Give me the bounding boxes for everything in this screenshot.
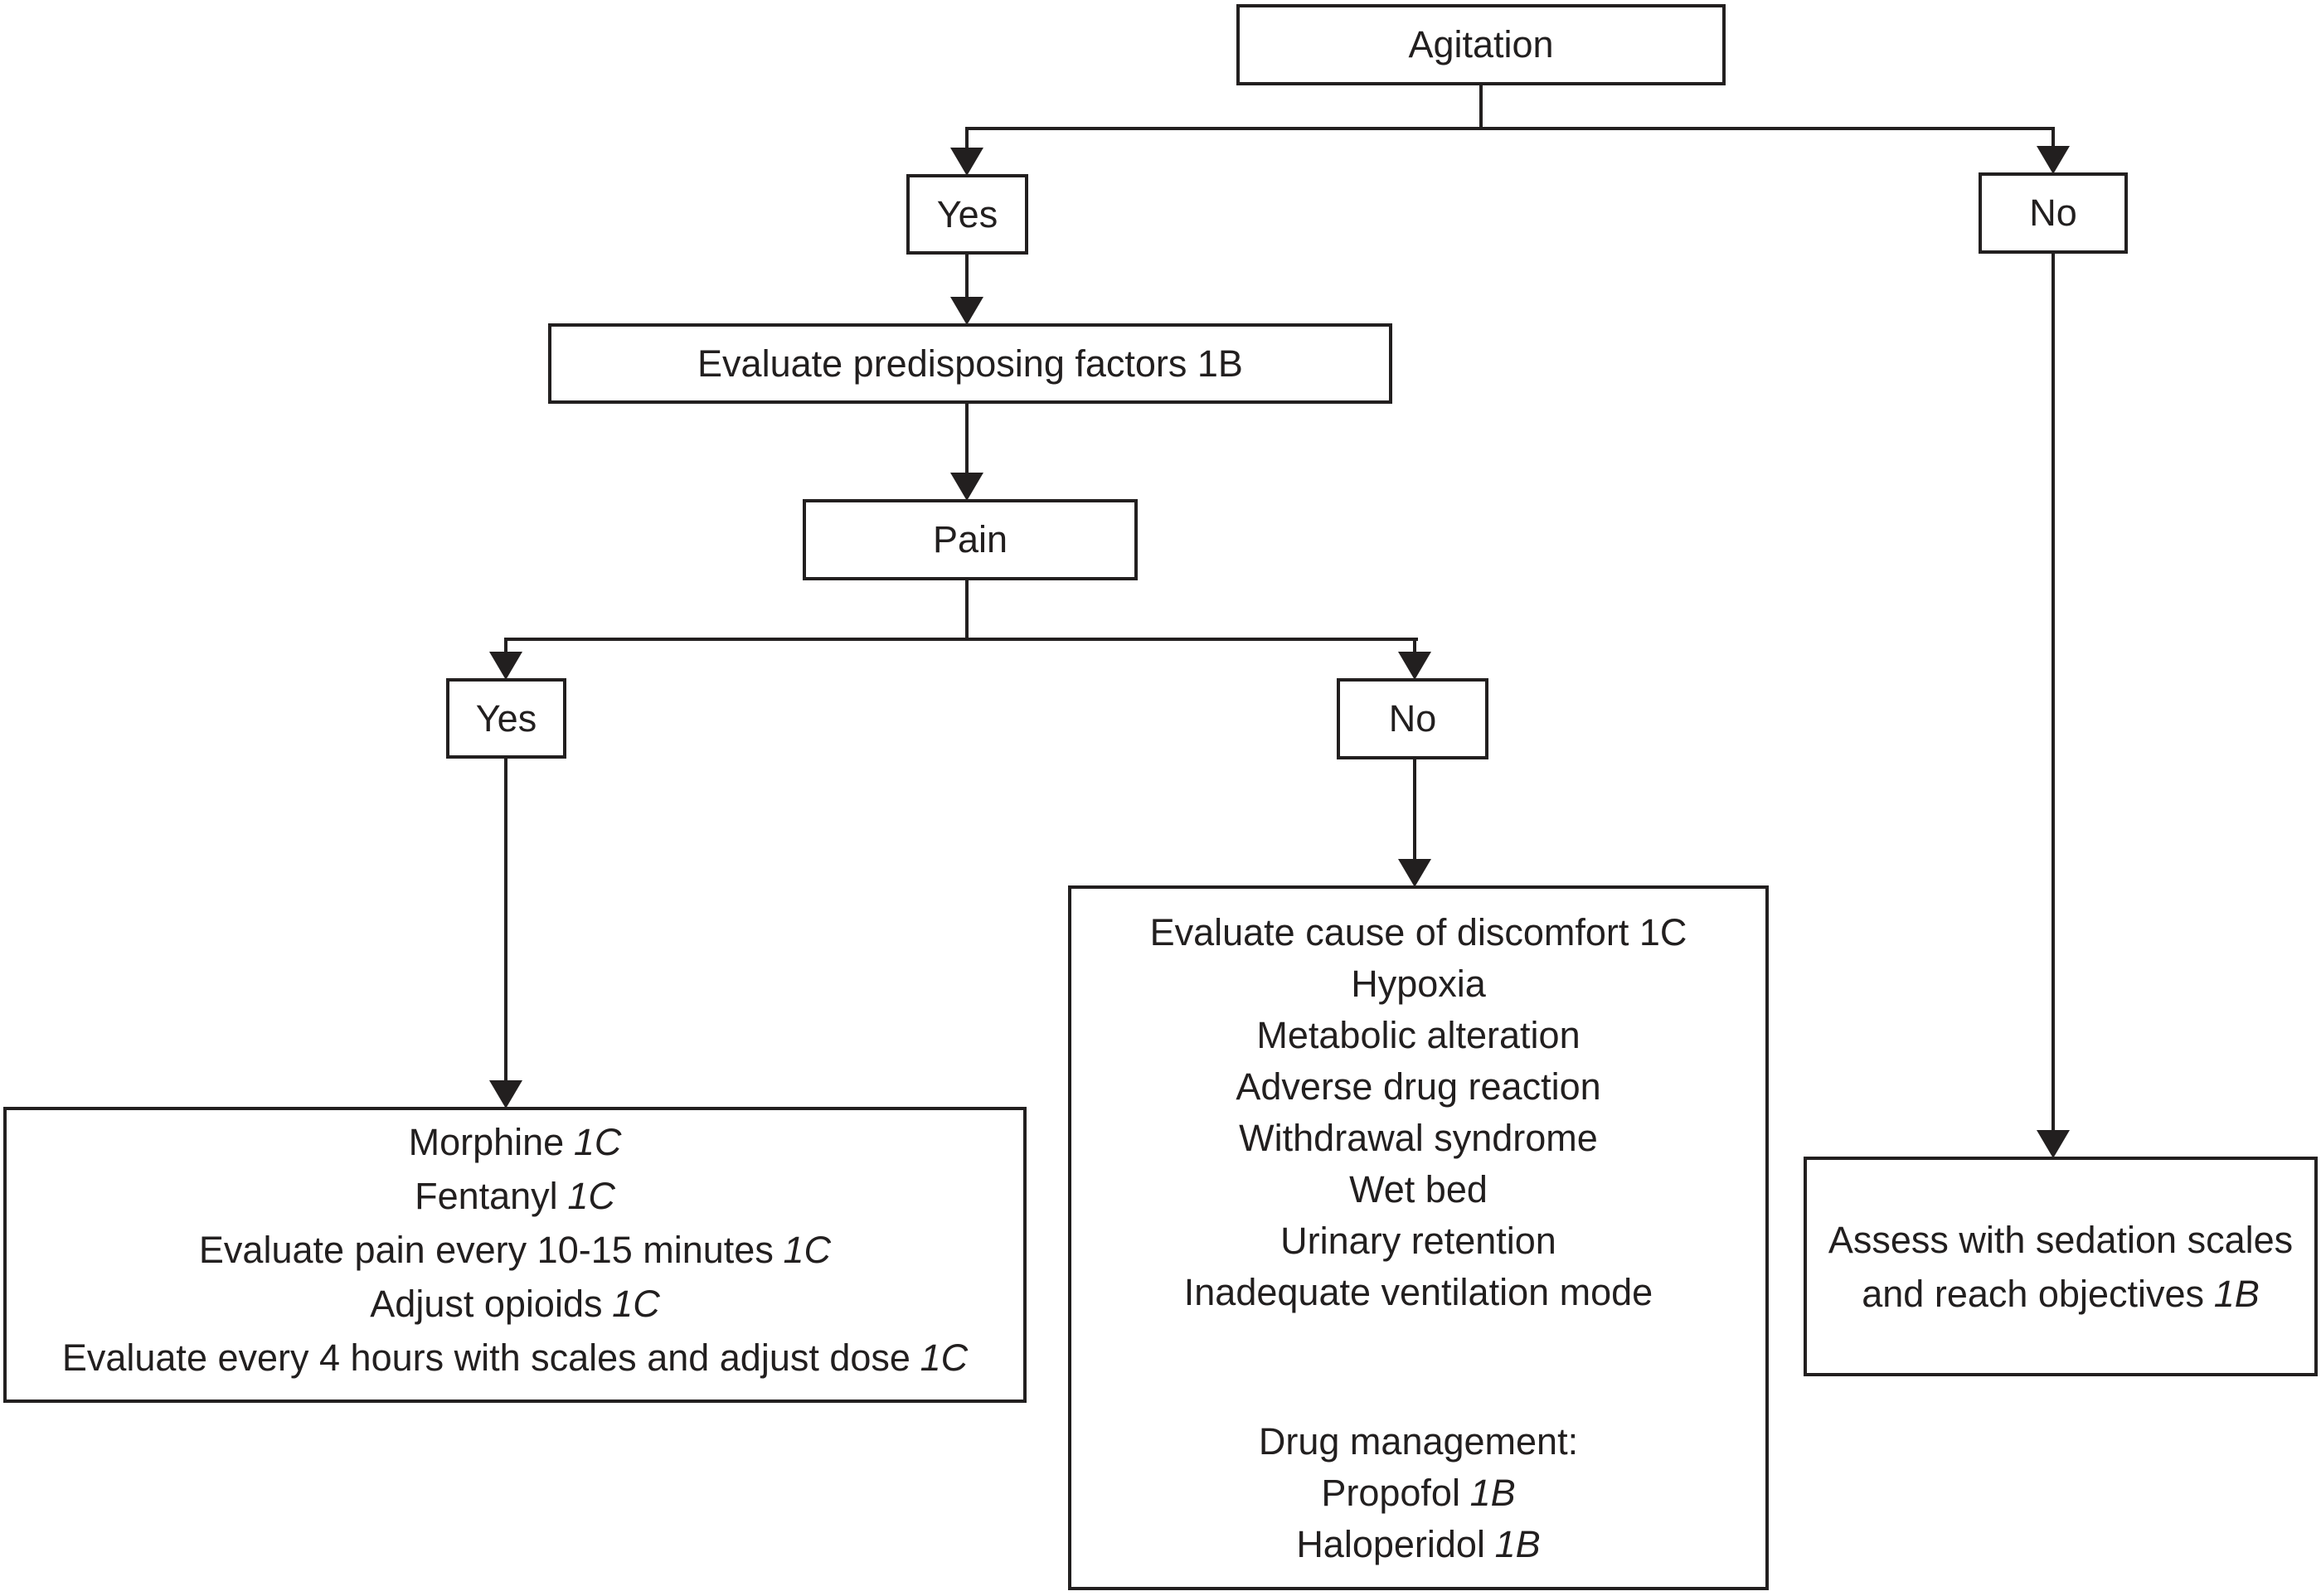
arrowhead-to-discomfort: [1398, 859, 1431, 887]
connector-to-yes1: [965, 127, 969, 152]
discomfort-line-evaluate-cause: Evaluate cause of discomfort 1C: [1149, 911, 1687, 953]
discomfort-line-hypoxia: Hypoxia: [1351, 963, 1486, 1005]
connector-no2-to-discomfort: [1413, 756, 1416, 862]
arrowhead-to-no1: [2037, 146, 2070, 174]
arrowhead-to-no2: [1398, 652, 1431, 680]
grade-tag: 1B: [2213, 1272, 2260, 1315]
connector-agitation-stem: [1479, 84, 1483, 130]
connector-pain-stem: [965, 577, 969, 641]
connector-yes1-to-evaluate: [965, 251, 969, 299]
arrowhead-to-evaluate: [950, 297, 983, 325]
grade-tag: 1B: [1469, 1472, 1516, 1514]
grade-tag: 1C: [573, 1121, 622, 1163]
discomfort-line-adverse-drug: Adverse drug reaction: [1236, 1065, 1601, 1108]
grade-tag: 1C: [920, 1336, 969, 1379]
arrowhead-to-yes2: [489, 652, 522, 680]
treatment-line-evaluate-scales: Evaluate every 4 hours with scales and a…: [61, 1336, 969, 1379]
connector-to-no2: [1413, 638, 1416, 654]
arrowhead-to-pain: [950, 473, 983, 501]
connector-pain-split: [504, 638, 1418, 641]
discomfort-line-urinary: Urinary retention: [1280, 1220, 1556, 1262]
connector-to-yes2: [504, 638, 507, 654]
pain-no-label: No: [1388, 697, 1437, 740]
grade-tag: 1C: [783, 1229, 832, 1271]
agitation-no-box: No: [1979, 172, 2128, 254]
connector-to-no1: [2052, 127, 2055, 150]
connector-no1-to-assessment: [2052, 250, 2055, 1133]
evaluate-predisposing-label: Evaluate predisposing factors 1B: [697, 342, 1243, 385]
drug-management-heading: Drug management:: [1258, 1420, 1579, 1463]
arrowhead-to-treatment: [489, 1080, 522, 1108]
agitation-box: Agitation: [1236, 4, 1726, 85]
discomfort-evaluation-box: Evaluate cause of discomfort 1C Hypoxia …: [1068, 885, 1769, 1590]
connector-yes2-to-treatment: [504, 755, 507, 1084]
agitation-yes-box: Yes: [906, 174, 1028, 255]
grade-tag: 1B: [1494, 1523, 1541, 1565]
connector-agitation-split: [965, 127, 2055, 130]
discomfort-line-wet-bed: Wet bed: [1349, 1168, 1488, 1210]
pain-yes-box: Yes: [446, 678, 566, 759]
pain-no-box: No: [1337, 678, 1488, 759]
grade-tag: 1C: [567, 1175, 615, 1217]
agitation-yes-label: Yes: [936, 192, 998, 235]
discomfort-line-ventilation: Inadequate ventilation mode: [1183, 1271, 1653, 1313]
agitation-label: Agitation: [1408, 23, 1554, 65]
discomfort-line-metabolic: Metabolic alteration: [1256, 1014, 1581, 1056]
arrowhead-to-assessment: [2037, 1130, 2070, 1158]
evaluate-predisposing-box: Evaluate predisposing factors 1B: [548, 323, 1392, 404]
agitation-no-label: No: [2029, 192, 2077, 234]
discomfort-line-withdrawal: Withdrawal syndrome: [1239, 1117, 1598, 1159]
pain-label: Pain: [932, 518, 1008, 560]
arrowhead-to-yes1: [950, 148, 983, 176]
grade-tag: 1C: [612, 1283, 660, 1325]
connector-evaluate-to-pain: [965, 400, 969, 475]
pain-box: Pain: [803, 499, 1138, 580]
assessment-line-1: Assess with sedation scales: [1828, 1218, 2294, 1261]
sedation-assessment-box: Assess with sedation scales and reach ob…: [1804, 1157, 2318, 1376]
pain-yes-label: Yes: [475, 696, 537, 740]
